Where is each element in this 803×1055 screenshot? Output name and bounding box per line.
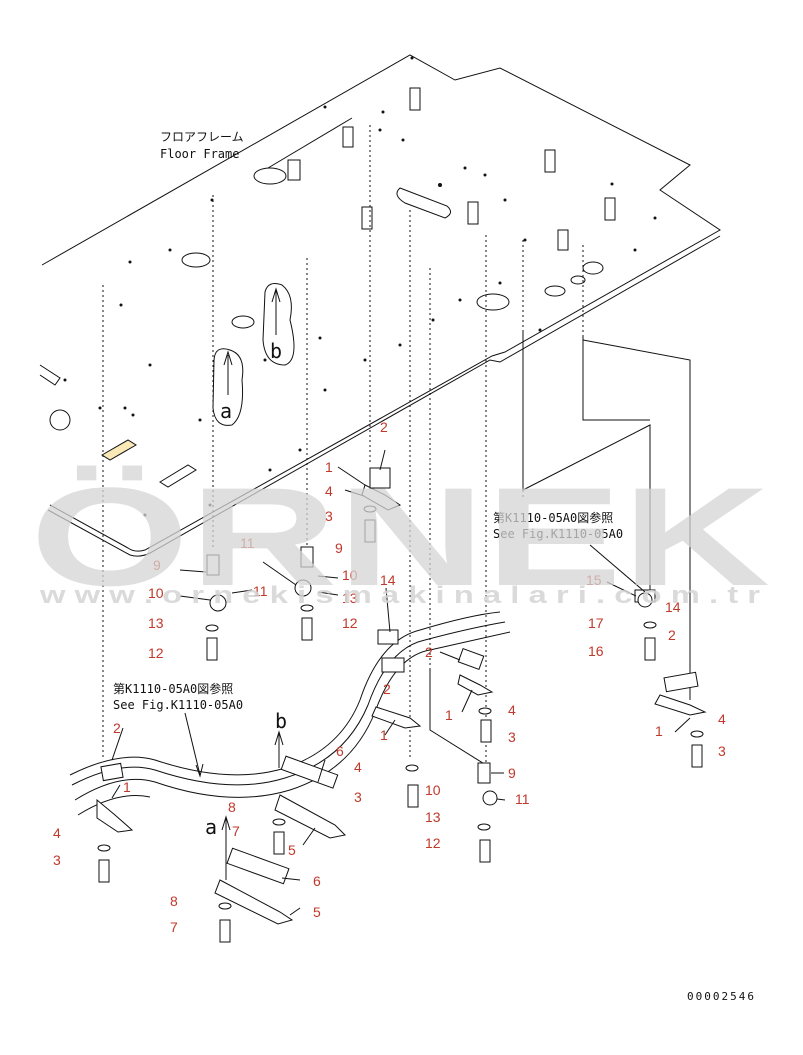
bracket-plates <box>96 484 707 925</box>
p-clips <box>209 579 653 806</box>
callout-3: 3 <box>325 508 333 524</box>
callout-2: 2 <box>380 419 388 435</box>
callout-5b: 5 <box>313 904 321 920</box>
callout-11c: 11 <box>515 791 530 807</box>
floor-frame-leader <box>267 117 353 169</box>
floor-frame-label-jp: フロアフレーム <box>160 130 244 144</box>
callout-1d: 1 <box>123 779 131 795</box>
right-leader-path <box>522 330 651 590</box>
callout-3c: 3 <box>354 789 362 805</box>
plate-bolt-holes <box>63 56 657 517</box>
callout-4e: 4 <box>718 711 726 727</box>
callout-14: 14 <box>380 572 396 588</box>
callout-11b: 11 <box>253 583 268 599</box>
callout-4d: 4 <box>53 825 61 841</box>
callout-17: 17 <box>588 615 604 631</box>
view-a-label: a <box>205 815 217 839</box>
callout-7b: 7 <box>170 919 178 935</box>
callout-11: 11 <box>240 535 255 551</box>
floor-frame-outline <box>41 54 721 552</box>
harness-main <box>69 611 511 816</box>
callout-1: 1 <box>325 459 333 475</box>
callout-10: 10 <box>342 567 358 583</box>
watermark-brand: ÖRNEK <box>30 458 770 615</box>
callout-1e: 1 <box>655 723 663 739</box>
callout-2b: 2 <box>425 644 433 660</box>
ref-note-right-leader <box>589 544 646 593</box>
bolts <box>98 519 703 943</box>
callout-3e: 3 <box>718 743 726 759</box>
callout-2c: 2 <box>383 681 391 697</box>
callout-numbers: 2 1 4 3 11 9 10 11 13 12 14 9 10 13 12 2… <box>53 419 726 935</box>
callout-1b: 1 <box>445 707 453 723</box>
callout-8: 8 <box>228 799 236 815</box>
harness-clamps <box>100 629 405 885</box>
floor-frame-label-en: Floor Frame <box>160 147 239 161</box>
callout-8b: 8 <box>170 893 178 909</box>
callout-4c: 4 <box>354 759 362 775</box>
ref-note-right-jp: 第K1110-05A0図参照 <box>493 510 613 525</box>
callout-13c: 13 <box>425 809 441 825</box>
callout-6b: 6 <box>313 873 321 889</box>
callout-9: 9 <box>335 540 343 556</box>
callout-6: 6 <box>336 743 344 759</box>
callout-7: 7 <box>232 823 240 839</box>
plate-holes <box>39 167 604 488</box>
callout-3b: 3 <box>508 729 516 745</box>
floor-frame-edge <box>47 235 721 557</box>
callout-4b: 4 <box>508 702 516 718</box>
callout-12c: 12 <box>425 835 441 851</box>
ref-note-left-jp: 第K1110-05A0図参照 <box>113 681 233 696</box>
callout-13b: 13 <box>148 615 164 631</box>
ref-note-right-en: See Fig.K1110-05A0 <box>493 527 623 541</box>
callout-5: 5 <box>288 842 296 858</box>
callout-2e: 2 <box>668 627 676 643</box>
callout-10b: 10 <box>148 585 164 601</box>
callout-10c: 10 <box>425 782 441 798</box>
ref-note-left-en: See Fig.K1110-05A0 <box>113 698 243 712</box>
view-b-label: b <box>275 709 287 733</box>
callout-3d: 3 <box>53 852 61 868</box>
callout-9c: 9 <box>508 765 516 781</box>
callout-leaders <box>111 449 691 916</box>
plate-studs <box>287 87 616 251</box>
callout-16: 16 <box>588 643 604 659</box>
view-b-bubble <box>262 283 295 366</box>
washers <box>97 505 704 910</box>
callout-15: 15 <box>586 572 602 588</box>
callout-14b: 14 <box>665 599 681 615</box>
callout-9b: 9 <box>153 557 161 573</box>
view-a-label-top: a <box>220 399 232 423</box>
callout-13: 13 <box>342 590 358 606</box>
callout-4: 4 <box>325 483 333 499</box>
view-a-bubble <box>212 348 244 426</box>
ref-note-left-leader <box>184 712 201 776</box>
callout-1c: 1 <box>380 727 388 743</box>
view-b-label-top: b <box>270 339 282 363</box>
callout-2d: 2 <box>113 720 121 736</box>
watermark-site: w w w . o r n e k i s m a k i n a l a r … <box>39 582 760 609</box>
callout-12b: 12 <box>148 645 164 661</box>
drawing-number: 00002546 <box>687 990 756 1003</box>
spacers <box>206 546 491 784</box>
callout-12: 12 <box>342 615 358 631</box>
alignment-lines <box>102 125 584 765</box>
